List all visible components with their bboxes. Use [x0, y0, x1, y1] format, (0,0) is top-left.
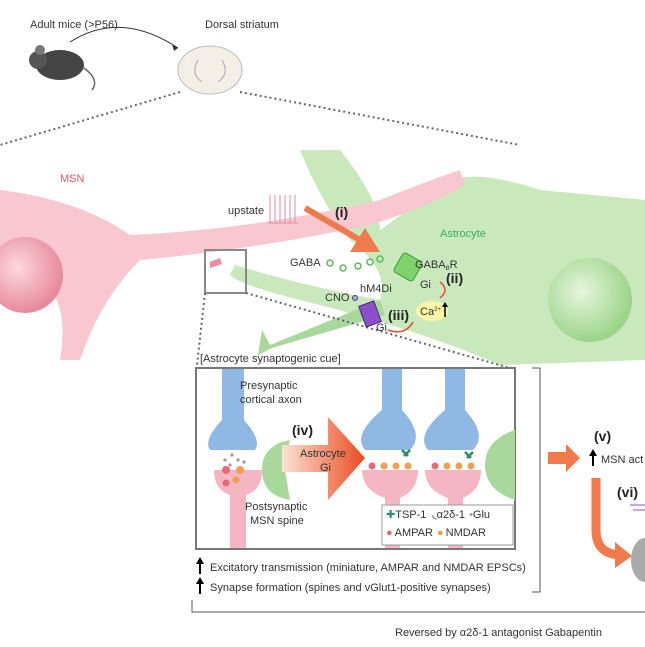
step-v: (v): [594, 428, 611, 444]
msn-activity-label: MSN act: [601, 454, 643, 466]
postsynaptic-label-2: MSN spine: [250, 515, 304, 527]
mouse-label: Adult mice (>P56): [30, 19, 118, 31]
step-iv: (iv): [292, 422, 313, 438]
zoom-region-box: [204, 249, 247, 294]
gabab-receptor: [393, 252, 423, 282]
brain-label: Dorsal striatum: [205, 19, 279, 31]
astrocyte: [230, 150, 645, 365]
astrocyte-label: Astrocyte: [440, 228, 486, 240]
inset-title: [Astrocyte synaptogenic cue]: [200, 353, 341, 365]
arrow-to-v: [548, 444, 580, 472]
calcium-indicator: [416, 301, 448, 321]
spike-train: [268, 195, 298, 224]
calcium-label: Ca2+: [420, 306, 441, 318]
arrow-i: [303, 205, 380, 252]
gaba-label: GABA: [290, 257, 321, 269]
postsynaptic-label-1: Postsynaptic: [245, 501, 308, 513]
gaba-molecules: [326, 255, 384, 272]
reversed-note: Reversed by α2δ-1 antagonist Gabapentin: [395, 627, 602, 639]
upstate-label: upstate: [228, 205, 264, 217]
gi-label-2: Gi: [376, 322, 387, 334]
hm4di-receptor: [358, 300, 382, 328]
arrow-label-1: Astrocyte: [300, 448, 346, 460]
mouse-behavior-illustration: [631, 538, 645, 582]
curved-arrow: [69, 26, 179, 49]
hm4di-label: hM4Di: [360, 283, 392, 295]
gabab-label: GABABR: [415, 259, 458, 272]
brain-section: [177, 45, 243, 95]
presynaptic-label-2: cortical axon: [240, 394, 302, 406]
synapse-outcome: Synapse formation (spines and vGlut1-pos…: [210, 582, 491, 594]
bottom-bracket: [191, 600, 645, 613]
excitatory-outcome: Excitatory transmission (miniature, AMPA…: [210, 562, 526, 574]
gi-label-1: Gi: [420, 279, 431, 291]
synapse-after-2: [424, 369, 515, 548]
svg-text:●AMPAR●NMDAR: ●AMPAR●NMDAR: [386, 527, 486, 539]
synapse-before: [208, 369, 300, 548]
step-i: (i): [335, 204, 348, 220]
step-vi: (vi): [617, 484, 638, 500]
msn-label: MSN: [60, 173, 85, 185]
right-bracket: [532, 367, 541, 593]
arrow-iv: [282, 417, 365, 500]
arrow-label-2: Gi: [320, 462, 331, 474]
cno-label: CNO: [325, 292, 350, 304]
presynaptic-label-1: Presynaptic: [240, 380, 298, 392]
msn-neuron: [0, 170, 465, 360]
step-iii: (iii): [388, 307, 409, 323]
mouse-illustration: [29, 45, 96, 91]
inset-legend: ✚TSP-1◟α2δ-1•Glu ●AMPAR●NMDAR: [381, 504, 514, 546]
svg-text:✚TSP-1◟α2δ-1•Glu: ✚TSP-1◟α2δ-1•Glu: [386, 509, 490, 521]
step-ii: (ii): [446, 270, 463, 286]
